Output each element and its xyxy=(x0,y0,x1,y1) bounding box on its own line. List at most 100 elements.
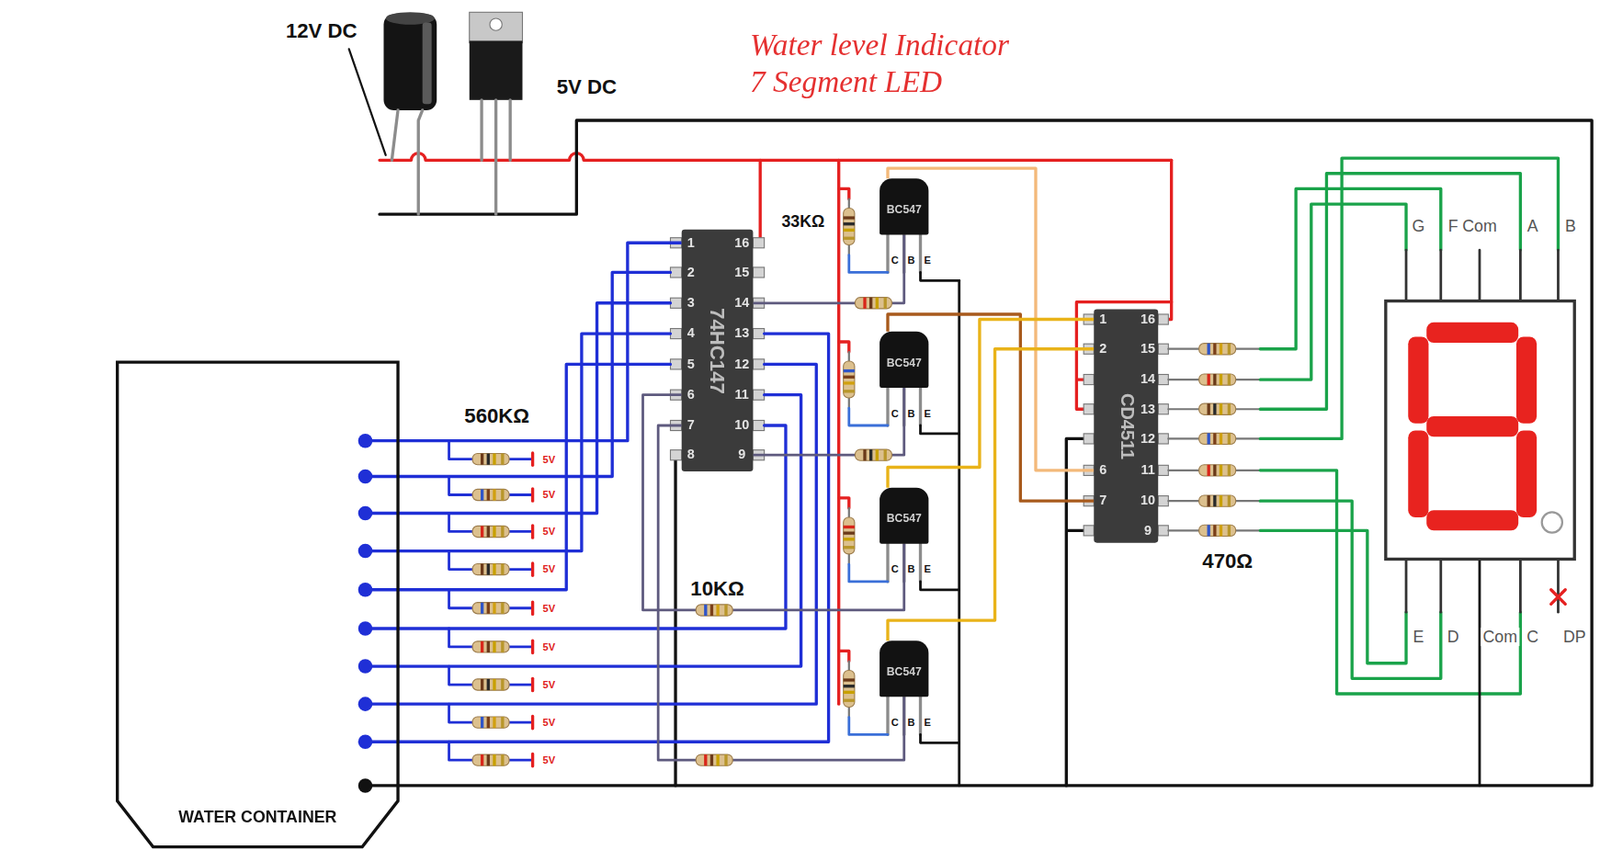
resistor-band xyxy=(862,297,866,309)
resistor-band xyxy=(843,545,855,549)
resistor-band xyxy=(875,297,879,309)
pin-number: 10 xyxy=(1140,493,1156,509)
pin-number: 13 xyxy=(1140,401,1156,417)
resistor-body xyxy=(1199,403,1237,415)
title: Water level Indicator 7 Segment LED xyxy=(749,26,1010,101)
wire xyxy=(1478,558,1482,785)
resistor-body xyxy=(1199,432,1237,444)
pin-name: Com xyxy=(1460,217,1499,237)
resistor-band xyxy=(1207,403,1211,415)
resistor-symbol xyxy=(1199,403,1237,415)
supply-tick xyxy=(531,640,534,653)
resistor-band xyxy=(843,684,855,688)
resistor-body xyxy=(854,297,892,309)
wire xyxy=(364,120,1592,786)
transistor-leg xyxy=(885,544,889,582)
ic-pin xyxy=(752,329,764,340)
resistor-band xyxy=(869,449,873,461)
resistor-band xyxy=(487,641,490,653)
pin-name: A xyxy=(1525,217,1541,237)
leader-line xyxy=(349,48,386,155)
resistor-band xyxy=(843,691,855,694)
resistor-band xyxy=(843,375,855,379)
resistor-value: 10KΩ xyxy=(688,577,747,600)
wire xyxy=(364,363,670,590)
pin-number: 13 xyxy=(734,326,749,341)
resistor-symbol xyxy=(1199,524,1237,536)
transistor-label: BC547 xyxy=(886,203,922,216)
resistor-body xyxy=(472,453,510,466)
resistor-band xyxy=(884,449,887,461)
resistor-band xyxy=(1219,524,1223,536)
resistor-band xyxy=(500,754,504,766)
pin-number: 14 xyxy=(734,295,749,311)
resistor-body xyxy=(1199,343,1237,355)
resistor-body xyxy=(472,754,510,766)
ic-pin xyxy=(1157,465,1169,476)
resistor-band xyxy=(703,754,707,766)
container-outline xyxy=(117,362,398,847)
resistor-symbol xyxy=(695,754,733,766)
regulator-leg xyxy=(509,100,512,161)
resistor-symbol xyxy=(695,604,733,616)
display-pin xyxy=(1519,558,1522,613)
resistor-band xyxy=(843,531,855,534)
resistor-band xyxy=(843,699,855,703)
resistor-band xyxy=(487,716,490,728)
wire xyxy=(839,188,850,199)
display-pin xyxy=(1439,249,1442,302)
ic-pin xyxy=(1157,404,1169,415)
resistor-symbol xyxy=(843,208,855,246)
resistor-body xyxy=(854,449,892,461)
pin-name: C xyxy=(890,254,900,266)
ic-pin xyxy=(669,450,681,461)
resistor-body xyxy=(1199,524,1237,536)
resistor-band xyxy=(862,449,866,461)
connector-wire xyxy=(752,234,904,303)
resistor-band xyxy=(1219,403,1223,415)
resistor-band xyxy=(487,602,490,614)
ic-pin xyxy=(1157,433,1169,444)
resistor-symbol xyxy=(1199,495,1237,507)
resistor-band xyxy=(1207,524,1211,536)
pin-name: G xyxy=(1409,217,1427,237)
resistor-band xyxy=(843,222,855,226)
transistor-leg xyxy=(919,544,922,582)
resistor-body xyxy=(472,563,510,575)
resistor-body xyxy=(472,641,510,653)
pin-number: 1 xyxy=(1099,312,1107,328)
pin-number: 14 xyxy=(1140,372,1156,387)
resistor-body xyxy=(695,604,733,616)
resistor-symbol xyxy=(854,297,892,309)
pin-name: E xyxy=(922,254,932,266)
pin-number: 11 xyxy=(1140,463,1155,478)
resistor-band xyxy=(1219,374,1223,386)
resistor-symbol xyxy=(843,517,855,555)
pin-name: Com xyxy=(1480,627,1520,647)
pin-number: 10 xyxy=(734,418,749,433)
wire xyxy=(849,564,888,582)
pin-name: DP xyxy=(1561,627,1589,647)
pin-number: 15 xyxy=(1140,341,1156,357)
ic-pin xyxy=(669,329,681,340)
wire xyxy=(839,341,850,352)
regulator-hole xyxy=(489,18,502,31)
display-segment xyxy=(1407,336,1429,423)
display-pin xyxy=(1405,249,1408,302)
resistor-symbol xyxy=(472,525,510,537)
ic-pin xyxy=(669,359,681,370)
resistor-band xyxy=(1213,495,1216,507)
resistor-band xyxy=(1227,432,1231,444)
resistor-band xyxy=(1219,465,1223,477)
resistor-body xyxy=(843,669,855,707)
resistor-symbol xyxy=(472,716,510,728)
resistor-band xyxy=(875,449,879,461)
pin-name: E xyxy=(922,408,932,420)
resistor-band xyxy=(710,754,714,766)
transistor-leg xyxy=(919,234,922,273)
pin-name: B xyxy=(906,716,916,728)
ic-pin xyxy=(752,359,764,370)
display-pin xyxy=(1439,558,1442,613)
ic-pin xyxy=(1157,374,1169,385)
wire xyxy=(849,255,888,273)
